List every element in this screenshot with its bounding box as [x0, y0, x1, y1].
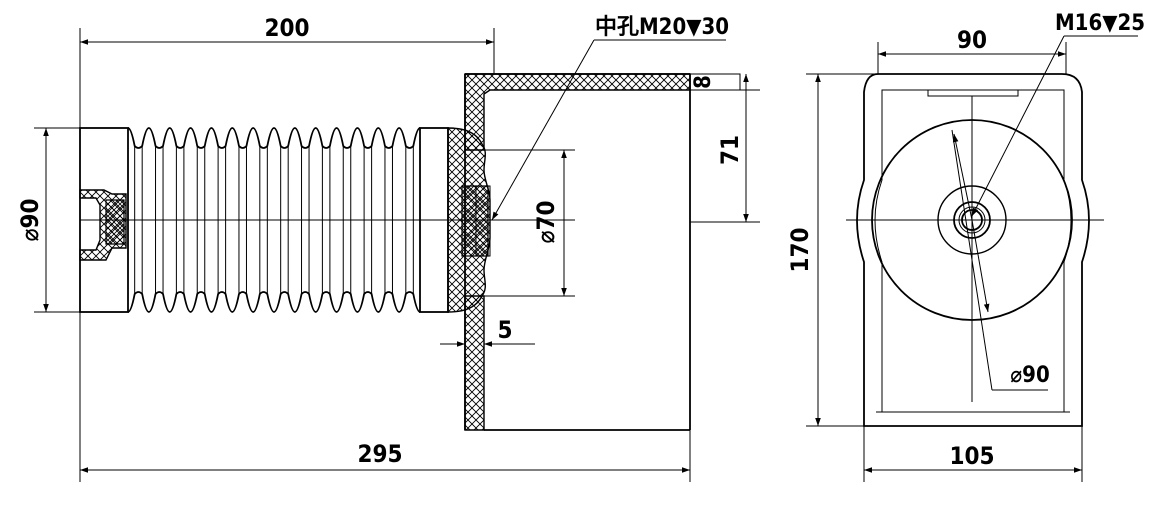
- shed-bottom-edge: [127, 291, 421, 313]
- front-dimensions: 200 295 ⌀90 ⌀70 71 8 5 中孔M20▼30: [16, 14, 760, 482]
- dim-295: 295: [357, 440, 402, 468]
- dim-inner-diameter: ⌀70: [532, 200, 560, 243]
- side-large-circle: [871, 119, 1073, 321]
- shed-body: [127, 127, 421, 313]
- housing-shell: [464, 73, 691, 151]
- dim-8: 8: [691, 75, 716, 89]
- note-side-thread: M16▼25: [1055, 11, 1145, 36]
- note-center-hole: 中孔M20▼30: [595, 15, 729, 40]
- dim-side-170: 170: [786, 227, 814, 272]
- dim-71: 71: [716, 135, 744, 165]
- dim-200: 200: [264, 14, 309, 42]
- dim-left-diameter: ⌀90: [16, 198, 44, 241]
- dim-side-90: 90: [957, 26, 987, 54]
- side-outline: [856, 73, 1090, 427]
- side-view: ⌀90 M16▼25 90 105 170: [786, 11, 1145, 482]
- shed-top-edge: [127, 127, 421, 149]
- dim-side-diameter: ⌀90: [1010, 363, 1049, 388]
- dim-5: 5: [497, 316, 512, 344]
- left-end-cap: [79, 127, 129, 313]
- front-view: [79, 73, 760, 431]
- dim-side-105: 105: [949, 442, 994, 470]
- side-boss: [937, 185, 1007, 255]
